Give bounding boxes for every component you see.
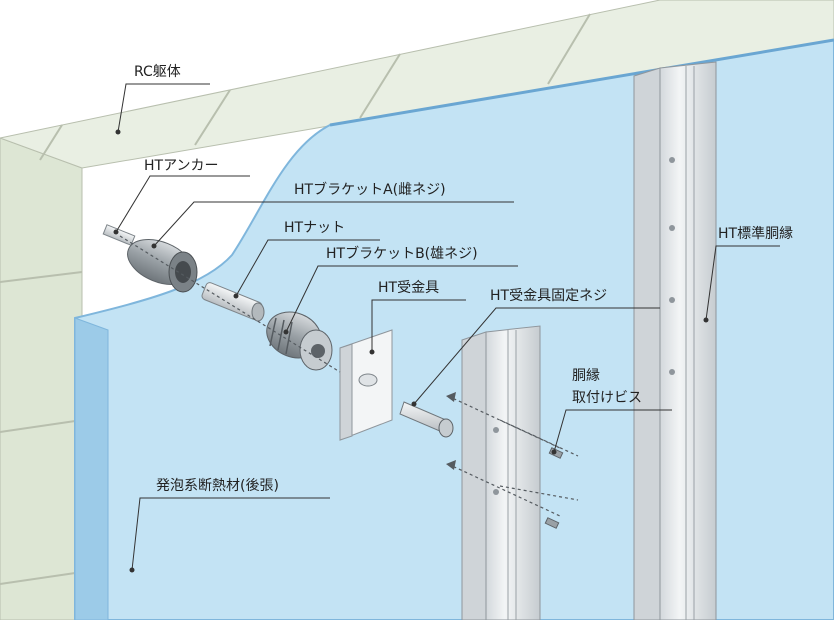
rc-wall-top — [0, 0, 834, 169]
insulation-top-edge — [329, 38, 834, 127]
ht-anchor — [102, 224, 198, 293]
rc-wall-side — [0, 137, 83, 620]
insertion-guides — [119, 235, 579, 517]
label-receiver: HT受金具 — [378, 280, 440, 296]
rc-wall-joints — [0, 13, 591, 585]
label-ht-anchor: HTアンカー — [144, 158, 219, 174]
label-bracket-b: HTブラケットB(雄ネジ) — [326, 246, 478, 262]
ht-nut — [201, 282, 265, 322]
standard-furring-rail — [633, 61, 717, 620]
ht-receiver-bracket — [339, 329, 393, 441]
guide-arrow-lower — [446, 460, 456, 470]
ht-bracket-b — [266, 311, 333, 371]
label-receiver-screw: HT受金具固定ネジ — [490, 288, 608, 304]
label-standard-furring: HT標準胴縁 — [718, 226, 794, 242]
insulation-cut-edge — [74, 317, 109, 620]
label-furring-screw-line1: 胴縁 — [572, 368, 600, 384]
label-insulation: 発泡系断熱材(後張) — [156, 478, 279, 494]
label-rc-body: RC躯体 — [134, 64, 181, 80]
ht-receiver-screw — [399, 401, 454, 438]
label-furring-screw-line2: 取付けビス — [572, 390, 642, 406]
front-furring-rail — [461, 325, 541, 620]
label-bracket-a: HTブラケットA(雌ネジ) — [294, 182, 446, 198]
guide-arrow-upper — [446, 392, 456, 402]
leader-dots — [113, 129, 709, 573]
label-ht-nut: HTナット — [284, 220, 346, 236]
leader-lines — [115, 83, 780, 571]
